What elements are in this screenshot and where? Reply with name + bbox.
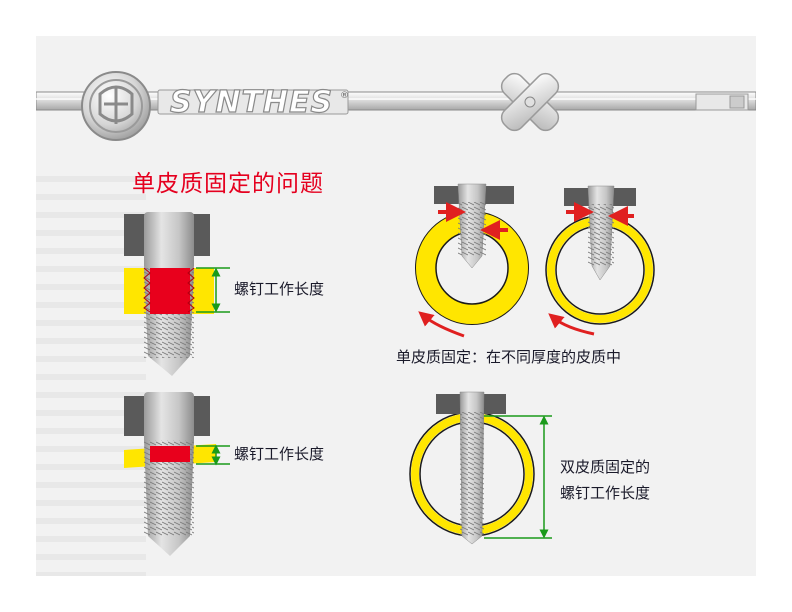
screw-bottom-working-length-label: 螺钉工作长度 — [234, 445, 324, 463]
unicortical-thin-ring-diagram — [545, 185, 655, 336]
screw-diagram-thin-cortex: 螺钉工作长度 — [124, 392, 324, 556]
bicortical-caption-line2: 螺钉工作长度 — [560, 484, 650, 502]
unicortical-thick-ring-diagram — [415, 183, 529, 338]
bicortical-ring-diagram — [409, 391, 552, 545]
fixation-diagrams: 螺钉工作长度 螺钉工作长度 — [124, 183, 655, 556]
unicortical-caption: 单皮质固定：在不同厚度的皮质中 — [396, 348, 621, 366]
slide: SYNTHES ® 单皮质固定的问题 — [36, 36, 756, 576]
bicortical-caption-line1: 双皮质固定的 — [560, 458, 650, 476]
slide-title: 单皮质固定的问题 — [132, 171, 324, 197]
brand-registered-mark: ® — [340, 91, 349, 101]
screw-top-working-length-label: 螺钉工作长度 — [234, 280, 324, 298]
synthes-shield-logo-icon — [81, 71, 151, 141]
synthes-cross-emblem-icon — [500, 72, 560, 132]
screw-diagram-thick-cortex: 螺钉工作长度 — [124, 212, 324, 376]
header-banner: SYNTHES ® — [36, 71, 756, 141]
brand-name: SYNTHES — [170, 85, 333, 120]
